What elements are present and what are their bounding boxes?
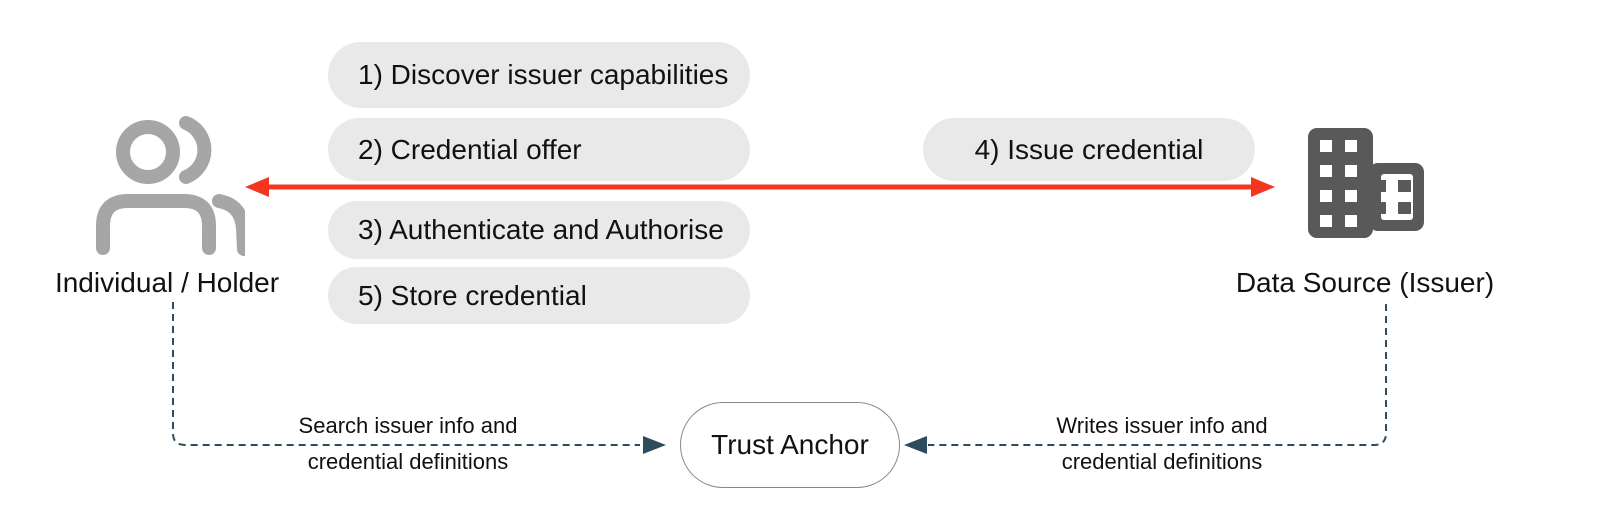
step-pill-authenticate: 3) Authenticate and Authorise — [328, 201, 750, 259]
step-pill-label: 1) Discover issuer capabilities — [358, 59, 729, 90]
step-pill-label: 3) Authenticate and Authorise — [358, 214, 724, 245]
trust-anchor-label: Trust Anchor — [711, 429, 869, 460]
holder-connector-label-line2: credential definitions — [307, 449, 509, 474]
trust-anchor-node: Trust Anchor — [680, 402, 900, 488]
building-icon — [1308, 128, 1424, 238]
step-pill-issue-credential: 4) Issue credential — [923, 118, 1255, 181]
issuer-label: Data Source (Issuer) — [1235, 267, 1495, 298]
people-icon — [96, 116, 245, 256]
step-pill-store-credential: 5) Store credential — [328, 267, 750, 324]
issuer-to-anchor-connector — [904, 304, 1387, 454]
step-pill-label: 2) Credential offer — [358, 133, 582, 165]
step-pill-label: 4) Issue credential — [974, 133, 1204, 165]
holder-connector-label-line1: Search issuer info and — [298, 413, 518, 438]
step-pill-discover: 1) Discover issuer capabilities — [328, 42, 750, 108]
red-bidirectional-arrow — [245, 177, 1275, 197]
step-pill-label: 5) Store credential — [358, 279, 587, 311]
issuer-connector-label-line1: Writes issuer info and — [1056, 413, 1268, 438]
holder-label: Individual / Holder — [54, 267, 280, 298]
issuer-connector-label-line2: credential definitions — [1061, 449, 1263, 474]
step-pill-credential-offer: 2) Credential offer — [328, 118, 750, 181]
holder-to-anchor-connector — [172, 302, 666, 454]
